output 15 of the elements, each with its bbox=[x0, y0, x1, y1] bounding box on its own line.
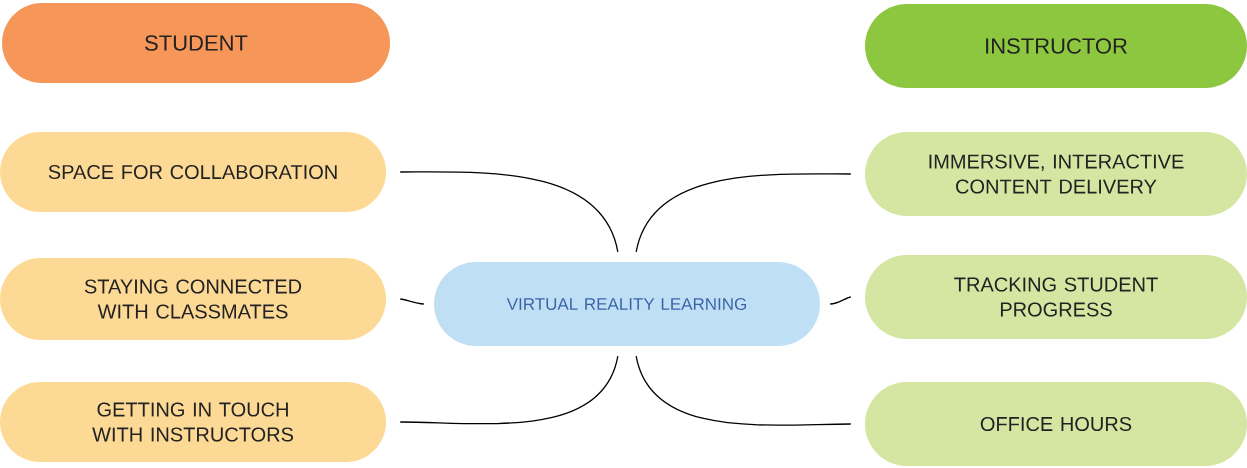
topic-pill: STAYING CONNECTED WITH CLASSMATES bbox=[0, 258, 386, 340]
topic-pill: IMMERSIVE, INTERACTIVE CONTENT DELIVERY bbox=[865, 132, 1247, 216]
connector-line bbox=[399, 298, 425, 305]
topic-pill: TRACKING STUDENT PROGRESS bbox=[865, 255, 1247, 339]
connector-line bbox=[635, 173, 852, 253]
connector-line bbox=[399, 171, 619, 253]
connector-line bbox=[829, 296, 852, 305]
topic-pill: GETTING IN TOUCH WITH INSTRUCTORS bbox=[0, 382, 386, 462]
heading-pill: INSTRUCTOR bbox=[865, 4, 1247, 88]
connector-line bbox=[635, 355, 852, 426]
center-pill: VIRTUAL REALITY LEARNING bbox=[434, 262, 820, 346]
topic-pill: SPACE FOR COLLABORATION bbox=[0, 132, 386, 212]
connector-line bbox=[399, 355, 619, 425]
heading-pill: STUDENT bbox=[2, 3, 390, 83]
topic-pill: OFFICE HOURS bbox=[865, 382, 1247, 466]
